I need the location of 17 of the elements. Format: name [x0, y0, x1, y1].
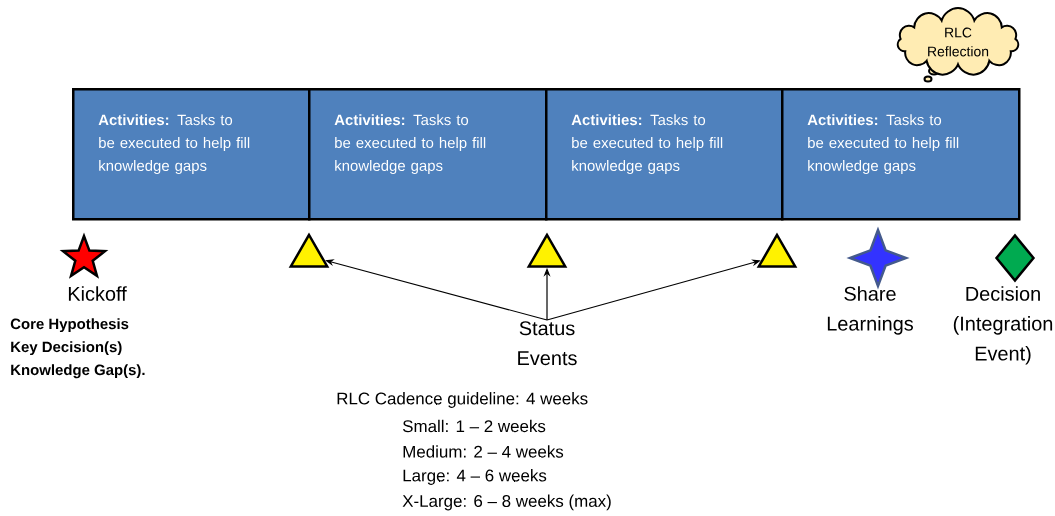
- event-label: Kickoff: [68, 286, 127, 301]
- activity-box: Activities: Tasks to be executed to help fill knowledge gaps: [308, 88, 548, 221]
- guideline-text: Large: 4 – 6 weeks: [403, 469, 547, 485]
- activity-box: Activities: Tasks to be executed to help fill knowledge gaps: [72, 88, 311, 221]
- milestone-item: Core Hypothesis: [10, 318, 129, 333]
- event-label: Decision (Integration Event): [953, 286, 1053, 365]
- activity-box: Activities: Tasks to be executed to help fill knowledge gaps: [545, 88, 784, 221]
- event-label: Status Events: [518, 321, 577, 366]
- guideline-text: X-Large: 6 – 8 weeks (max): [402, 494, 611, 511]
- cloud-callout: RLC Reflection: [896, 7, 1020, 76]
- milestone-item: Knowledge Gap(s).: [11, 364, 145, 379]
- activity-box: Activities: Tasks to be executed to help fill knowledge gaps: [781, 88, 1021, 221]
- milestone-item: Key Decision(s): [11, 341, 122, 356]
- guideline-text: Small: 1 – 2 weeks: [402, 419, 546, 433]
- guideline-text: RLC Cadence guideline: 4 weeks: [337, 392, 588, 408]
- guideline-text: Medium: 2 – 4 weeks: [403, 445, 564, 458]
- event-label: Share Learnings: [827, 286, 913, 335]
